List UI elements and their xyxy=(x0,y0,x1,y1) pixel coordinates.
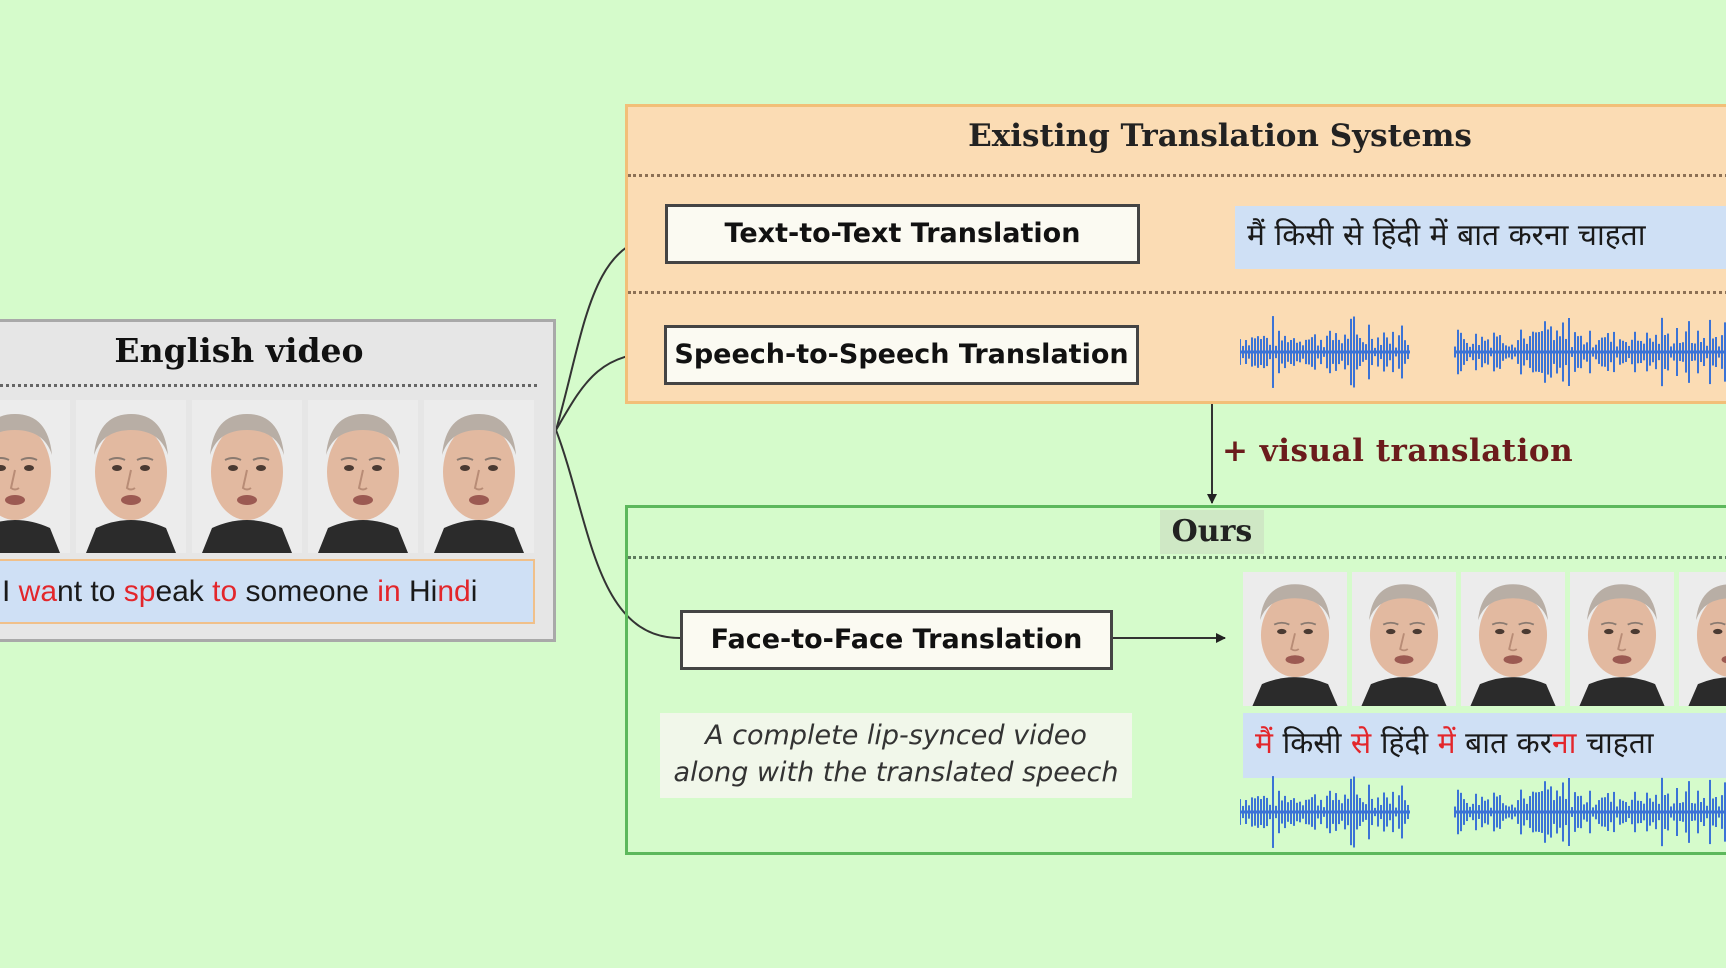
video-frame xyxy=(308,400,418,553)
video-frame xyxy=(1679,572,1726,706)
hindi-text-output: मैं किसी से हिंदी में बात करना चाहता xyxy=(1235,206,1726,269)
face-to-face-box: Face-to-Face Translation xyxy=(680,610,1113,670)
video-frame xyxy=(1461,572,1565,706)
video-frame xyxy=(1352,572,1456,706)
hindi-caption-segment: मैं xyxy=(1255,726,1273,761)
hindi-lipsync-caption: मैं किसी से हिंदी में बात करना चाहता xyxy=(1243,713,1726,778)
hindi-caption-segment: चाहता xyxy=(1576,726,1654,761)
english-caption-segment: Hi xyxy=(400,575,438,608)
video-frame xyxy=(76,400,186,553)
hindi-caption-segment: बात कर xyxy=(1455,726,1552,761)
english-caption-segment: to xyxy=(212,575,238,608)
ours-description-line: along with the translated speech xyxy=(673,757,1119,788)
ours-description-line: A complete lip-synced video xyxy=(705,720,1087,751)
ours-title: Ours xyxy=(1160,510,1264,554)
english-caption-segment: in xyxy=(377,575,401,608)
hindi-caption-segment: में xyxy=(1437,726,1456,761)
text-to-text-box: Text-to-Text Translation xyxy=(665,204,1140,264)
english-caption: I want to speak to someone in Hindi xyxy=(0,559,535,624)
divider xyxy=(628,174,1726,177)
video-frame xyxy=(1570,572,1674,706)
hindi-caption-segment: ना xyxy=(1552,726,1577,761)
english-caption-segment: nt to xyxy=(57,575,124,608)
connector-to-face-translation xyxy=(555,429,681,639)
divider xyxy=(628,291,1726,294)
speech-to-speech-box: Speech-to-Speech Translation xyxy=(664,325,1139,385)
video-frame xyxy=(0,400,70,553)
english-caption-segment: sp xyxy=(123,575,156,608)
ours-description: A complete lip-synced video along with t… xyxy=(660,713,1132,798)
ours-panel xyxy=(625,505,1726,855)
english-caption-segment: i xyxy=(470,575,478,608)
divider xyxy=(0,384,537,387)
english-video-frames xyxy=(0,400,534,553)
translated-speech-waveform xyxy=(1240,776,1726,848)
video-frame xyxy=(424,400,534,553)
english-caption-segment: eak xyxy=(155,575,213,608)
existing-systems-title: Existing Translation Systems xyxy=(968,118,1472,154)
english-caption-segment: wa xyxy=(18,575,58,608)
video-frame xyxy=(192,400,302,553)
visual-translation-label: + visual translation xyxy=(1222,433,1574,469)
english-caption-segment: someone xyxy=(237,575,378,608)
translated-video-frames xyxy=(1243,572,1726,706)
english-caption-segment: nd xyxy=(437,575,471,608)
speech-waveform xyxy=(1240,316,1726,388)
hindi-caption-segment: किसी xyxy=(1272,726,1351,761)
divider xyxy=(628,556,1726,559)
english-video-title: English video xyxy=(114,331,364,370)
video-frame xyxy=(1243,572,1347,706)
hindi-caption-segment: हिंदी xyxy=(1371,726,1438,761)
hindi-caption-segment: से xyxy=(1350,726,1372,761)
english-caption-segment: I xyxy=(2,575,19,608)
